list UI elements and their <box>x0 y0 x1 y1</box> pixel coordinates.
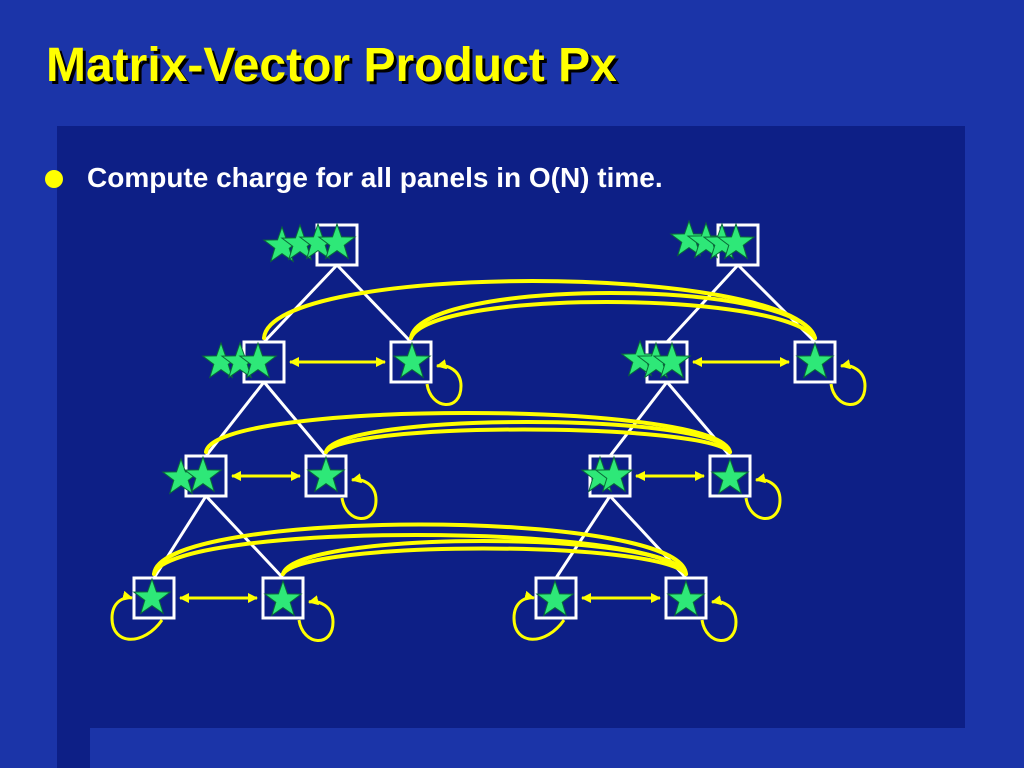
self-interaction-loops <box>110 359 867 642</box>
self-loop <box>744 473 782 520</box>
interaction-arc <box>324 427 732 454</box>
star-icon <box>594 455 634 493</box>
star-icon <box>392 341 432 379</box>
square-node <box>389 340 433 384</box>
self-loop <box>297 595 335 642</box>
tree-edge <box>262 381 328 457</box>
interaction-arc <box>204 411 732 454</box>
self-loop <box>425 359 463 406</box>
square-node <box>708 454 752 498</box>
interaction-arc <box>152 522 688 576</box>
tree-edge <box>608 381 669 457</box>
star-icon <box>317 222 357 260</box>
tree-edge <box>554 495 612 579</box>
star-icon <box>535 579 575 617</box>
left-band <box>0 126 57 768</box>
square-node <box>132 576 176 620</box>
self-loop <box>512 590 566 641</box>
tree-edge <box>665 263 740 344</box>
bottom-band <box>90 728 1024 768</box>
tree-edge <box>262 263 339 344</box>
interaction-arc <box>281 539 688 576</box>
interaction-arc <box>409 291 817 340</box>
interaction-arcs <box>152 279 817 604</box>
self-loop <box>110 590 164 641</box>
star-icon <box>716 222 756 260</box>
right-band <box>965 0 1024 728</box>
star-icon <box>795 341 835 379</box>
interaction-arc <box>409 300 817 340</box>
top-band <box>0 0 965 126</box>
star-icon <box>652 341 692 379</box>
square-node <box>534 576 578 620</box>
star-icon <box>183 455 223 493</box>
star-icon <box>710 457 750 495</box>
slide-title: Matrix-Vector Product Px <box>46 39 617 92</box>
star-icon <box>238 341 278 379</box>
bullet-text: Compute charge for all panels in O(N) ti… <box>87 162 663 193</box>
bullet-icon <box>45 170 63 188</box>
self-loop <box>700 595 738 642</box>
star-icon <box>666 579 706 617</box>
star-icon <box>132 577 172 615</box>
charge-stars <box>132 219 835 617</box>
square-node <box>664 576 708 620</box>
self-loop <box>829 359 867 406</box>
interaction-arc <box>281 546 688 576</box>
tree-edge <box>335 263 413 344</box>
tree-edge <box>204 381 266 457</box>
square-node <box>261 576 305 620</box>
self-loop <box>340 473 378 520</box>
star-icon <box>263 579 303 617</box>
star-icon <box>306 455 346 493</box>
interaction-arc <box>324 420 732 454</box>
